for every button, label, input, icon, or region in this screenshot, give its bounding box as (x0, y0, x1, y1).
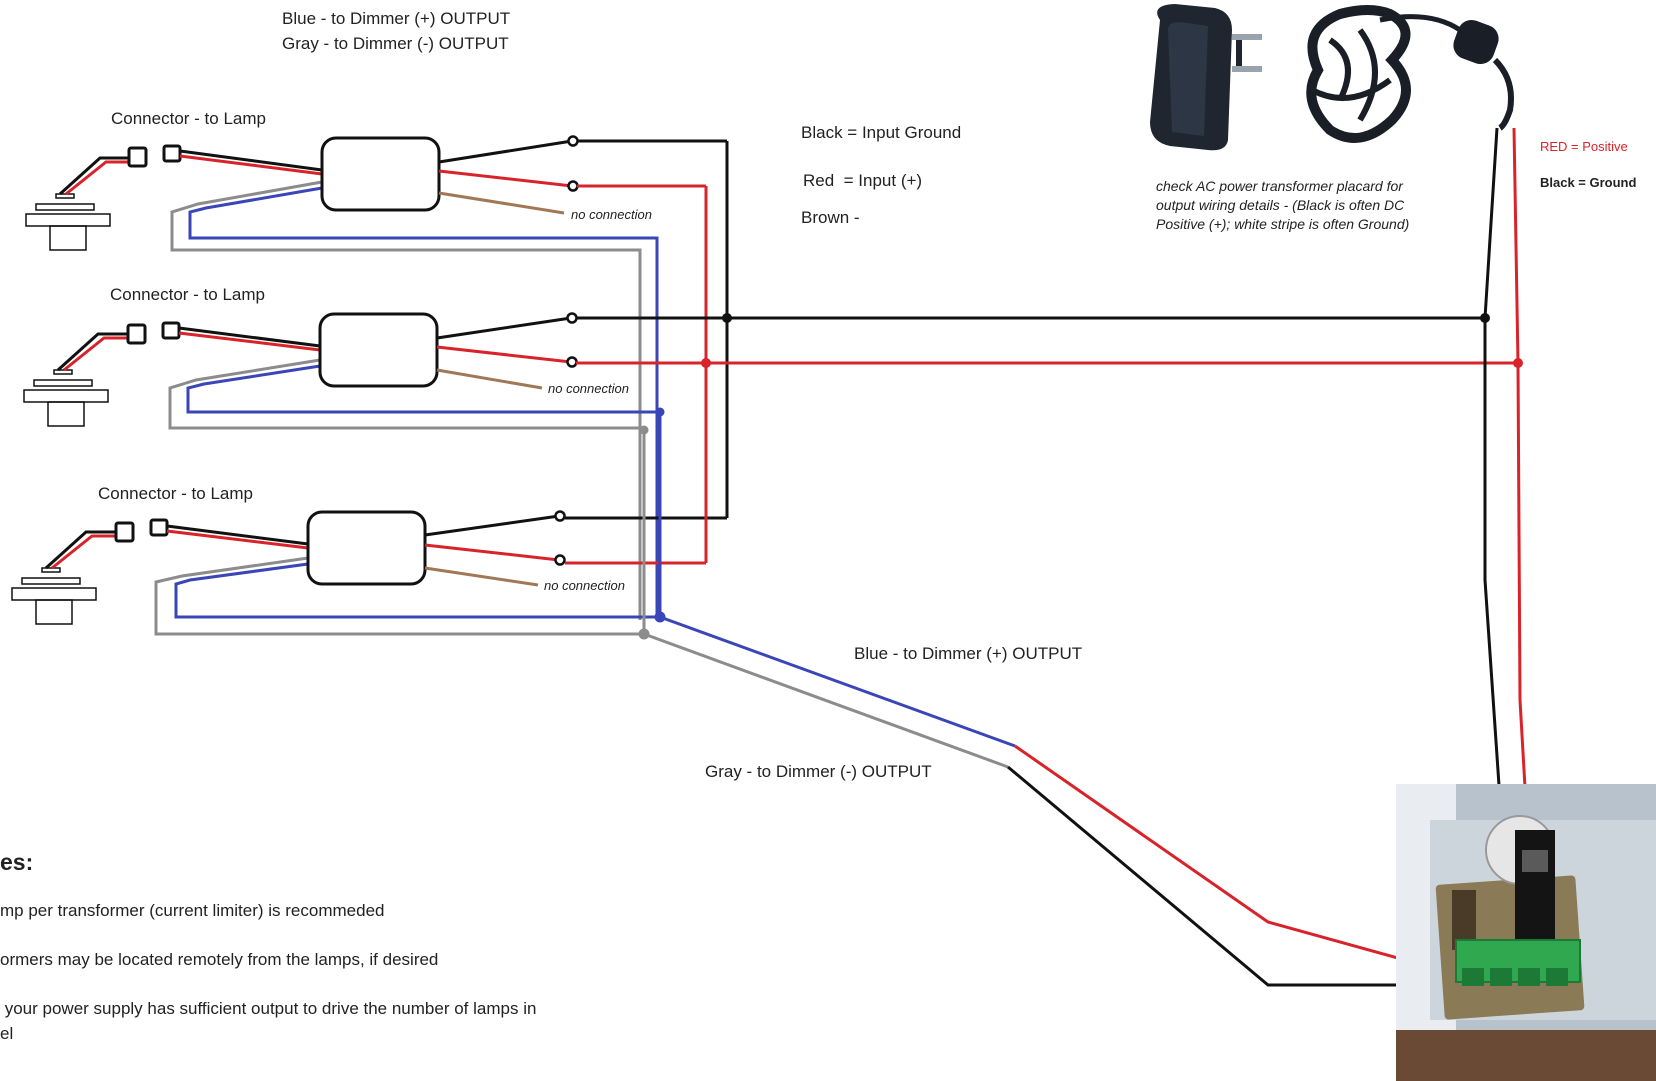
connector-plug-left (127, 146, 148, 168)
legend-black: Black = Input Ground (801, 123, 962, 142)
connector-label-3: Connector - to Lamp (98, 484, 253, 503)
top-blue-label: Blue - to Dimmer (+) OUTPUT (282, 9, 511, 28)
notes-heading: es: (0, 849, 34, 875)
supply-black-label: Black = Ground (1540, 175, 1637, 190)
lamp-socket-icon (23, 369, 109, 427)
lamp-module-1 (25, 135, 727, 620)
dimmer-gray-label: Gray - to Dimmer (-) OUTPUT (705, 762, 932, 781)
connector-label-2: Connector - to Lamp (110, 285, 265, 304)
notes-line-3b: el (0, 1024, 14, 1043)
connector-plug-right (162, 144, 182, 163)
notes-line-2: ormers may be located remotely from the … (0, 950, 439, 969)
input-bus (565, 127, 1538, 981)
legend-brown: Brown - (801, 208, 860, 227)
transformer-note-line1: check AC power transformer placard for (1156, 178, 1403, 194)
lamp-module-3 (11, 510, 660, 636)
transformer-module-3 (306, 510, 427, 586)
no-connection-note-2: no connection (548, 381, 629, 396)
no-connection-note-1: no connection (571, 207, 652, 222)
dimmer-output-wiring (638, 407, 1471, 987)
notes-line-3a: your power supply has sufficient output … (0, 999, 537, 1018)
transformer-module-2 (318, 312, 439, 388)
connector-plug-right (161, 321, 181, 340)
lamp-socket-icon (25, 193, 111, 251)
transformer-module-1 (320, 136, 441, 212)
transformer-note-line3: Positive (+); white stripe is often Grou… (1156, 216, 1410, 232)
no-connection-note-3: no connection (544, 578, 625, 593)
top-gray-label: Gray - to Dimmer (-) OUTPUT (282, 34, 509, 53)
ac-adapter-icon (1150, 4, 1514, 151)
connector-plug-left (126, 323, 147, 345)
dimmer-blue-label: Blue - to Dimmer (+) OUTPUT (854, 644, 1083, 663)
connector-plug-left (114, 521, 135, 543)
supply-red-label: RED = Positive (1540, 139, 1628, 154)
dimmer-module-photo (1396, 784, 1656, 1081)
transformer-note-line2: output wiring details - (Black is often … (1156, 197, 1405, 213)
lamp-socket-icon (11, 567, 97, 625)
notes-line-1: mp per transformer (current limiter) is … (0, 901, 385, 920)
legend-red: Red = Input (+) (803, 171, 923, 190)
connector-label-1: Connector - to Lamp (111, 109, 266, 128)
connector-plug-right (149, 518, 169, 537)
lamp-module-2 (23, 312, 660, 430)
